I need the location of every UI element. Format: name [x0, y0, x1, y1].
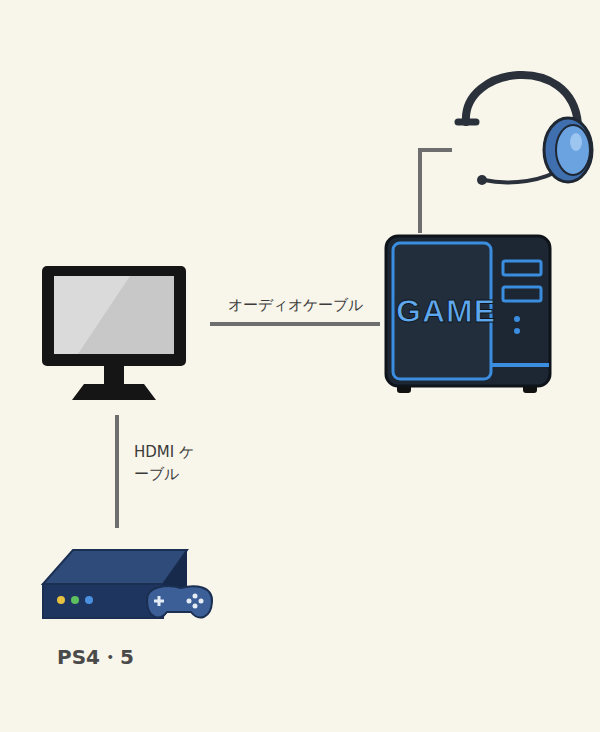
headset-node — [452, 58, 595, 195]
console-illustration — [35, 538, 215, 643]
device-label: PS4・5 — [57, 644, 134, 671]
text-area: GAME — [393, 243, 499, 379]
case-logo: GAME — [396, 293, 496, 330]
headset-illustration — [452, 58, 595, 195]
cable-line — [210, 322, 380, 326]
cable-line — [420, 150, 452, 233]
monitor-illustration — [38, 262, 190, 407]
text-area: PS4・5 — [57, 642, 207, 672]
cable-label: HDMI ケーブル — [131, 441, 206, 487]
cable-line — [115, 415, 119, 528]
pc-node: GAME — [383, 233, 553, 396]
monitor-node — [38, 262, 190, 407]
console-node: PS4・5 — [35, 538, 215, 675]
cable-label: オーディオケーブル — [225, 294, 366, 318]
